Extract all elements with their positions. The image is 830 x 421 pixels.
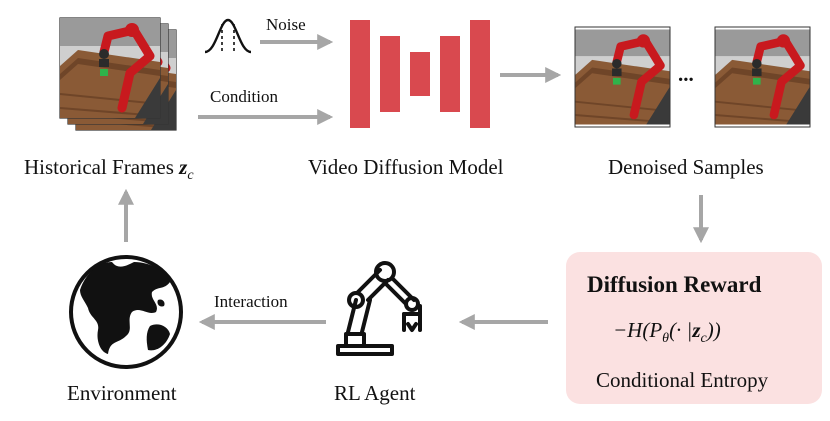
- historical-frames-var: z: [179, 155, 188, 179]
- entropy-formula: −H(Pθ(· |zc)): [613, 318, 721, 346]
- formula-suffix: )): [706, 318, 721, 342]
- condition-label: Condition: [210, 87, 279, 106]
- ellipsis-label: ...: [678, 62, 694, 86]
- historical-frames-text: Historical Frames: [24, 155, 174, 179]
- denoised-sample-2: [714, 26, 811, 128]
- diffusion-reward-title: Diffusion Reward: [587, 272, 762, 297]
- noise-label: Noise: [266, 15, 306, 34]
- historical-frames-sub: c: [187, 168, 194, 183]
- conditional-entropy-label: Conditional Entropy: [596, 368, 769, 392]
- video-diffusion-model-icon: [350, 20, 490, 128]
- video-diffusion-model-label: Video Diffusion Model: [308, 155, 504, 179]
- environment-label: Environment: [67, 381, 177, 405]
- formula-theta: θ: [662, 331, 670, 346]
- formula-prefix: −H(P: [613, 318, 663, 342]
- formula-mid: (· |: [669, 318, 693, 342]
- gaussian-noise-icon: [204, 18, 252, 54]
- robot-arm-icon: [336, 261, 422, 356]
- historical-frames-stack: [59, 17, 177, 131]
- denoised-samples-label: Denoised Samples: [608, 155, 764, 179]
- diffusion-reward-box: [566, 252, 822, 404]
- historical-frames-label: Historical Frames zc: [24, 155, 194, 183]
- denoised-sample-1: [574, 26, 671, 128]
- formula-sub: c: [700, 331, 707, 346]
- rl-agent-label: RL Agent: [334, 381, 416, 405]
- formula-var: z: [692, 318, 701, 342]
- globe-icon: [69, 255, 183, 369]
- interaction-label: Interaction: [214, 292, 288, 311]
